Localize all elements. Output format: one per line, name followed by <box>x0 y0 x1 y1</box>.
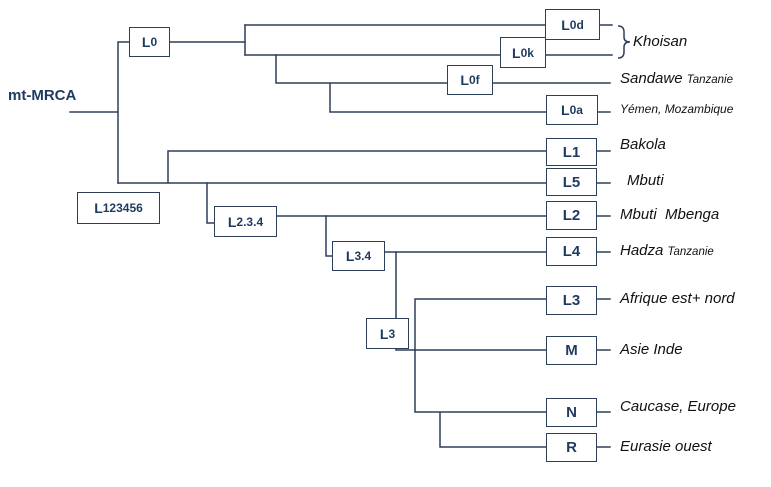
branch-L3-group <box>395 251 611 351</box>
pop-hadza: Hadza Tanzanie <box>620 242 714 259</box>
branch-khoisan <box>244 24 546 56</box>
branch-root <box>69 41 136 184</box>
branch-L34 <box>325 215 333 257</box>
pop-asie-inde: Asie Inde <box>620 341 683 358</box>
khoisan-brace <box>617 25 631 59</box>
node-L2: L2 <box>546 201 597 230</box>
branch-L1-L5 <box>117 150 547 184</box>
node-L1: L1 <box>546 138 597 166</box>
node-R: R <box>546 433 597 462</box>
pop-bakola: Bakola <box>620 136 666 153</box>
branch-N-R <box>414 349 611 448</box>
pop-eurasie-ouest: Eurasie ouest <box>620 438 712 455</box>
root-label: mt-MRCA <box>8 87 77 104</box>
node-L5: L5 <box>546 168 597 196</box>
node-L4: L4 <box>546 237 597 266</box>
node-L3: L3 <box>546 286 597 315</box>
branch-L0f-L0a <box>275 54 547 113</box>
branch-L234 <box>206 182 215 224</box>
pop-khoisan: Khoisan <box>633 33 688 50</box>
pop-mbuti-mbenga: Mbuti Mbenga <box>620 206 720 223</box>
pop-sandawe: Sandawe Tanzanie <box>620 70 733 87</box>
pop-caucase-europe: Caucase, Europe <box>620 398 736 415</box>
node-N: N <box>546 398 597 427</box>
node-M: M <box>546 336 597 365</box>
pop-afrique-est-nord: Afrique est+ nord <box>620 290 735 307</box>
pop-yemen-mozambique: Yémen, Mozambique <box>620 102 734 116</box>
pop-mbuti: Mbuti <box>627 172 664 189</box>
branch-L3-branch <box>414 298 611 351</box>
